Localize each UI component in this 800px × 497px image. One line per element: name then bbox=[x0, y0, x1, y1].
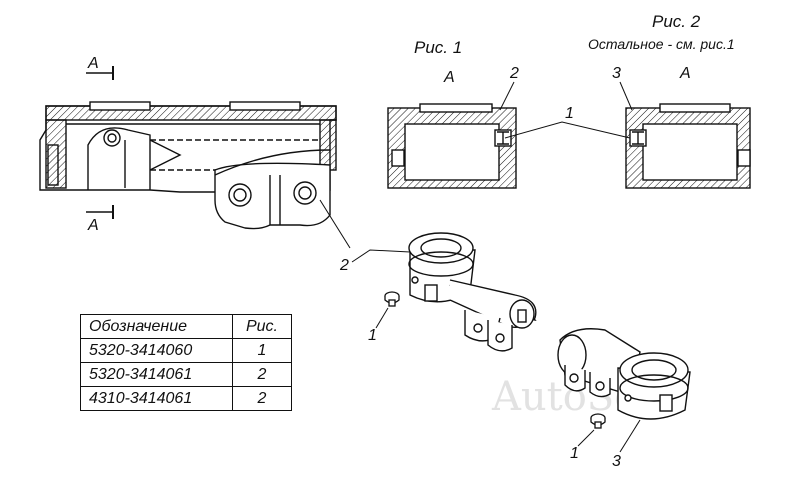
table-cell-code: 5320-3414061 bbox=[80, 362, 233, 387]
table-header-designation: Обозначение bbox=[80, 314, 233, 339]
main-assembly-view bbox=[39, 66, 337, 230]
bracket-part-2-iso bbox=[408, 232, 537, 352]
callout-1-top: 1 bbox=[565, 105, 574, 122]
table-cell-fig: 1 bbox=[232, 338, 292, 363]
table-row: 4310-3414061 2 bbox=[80, 386, 292, 411]
fig2-title: Рис. 2 bbox=[652, 12, 701, 31]
leader-1-iso-b bbox=[577, 429, 595, 447]
table-cell-code: 5320-3414060 bbox=[80, 338, 233, 363]
table-header-row: Обозначение Рис. bbox=[80, 314, 292, 339]
reference-table: Обозначение Рис. 5320-3414060 1 5320-341… bbox=[80, 314, 292, 411]
section-mark-bottom: A bbox=[87, 217, 99, 234]
callout-2-fig1: 2 bbox=[509, 65, 519, 82]
fig2-note: Остальное - см. рис.1 bbox=[588, 36, 735, 52]
fig2-section-view bbox=[625, 103, 751, 189]
callout-1-iso-b: 1 bbox=[570, 445, 579, 462]
fig1-section-label: A bbox=[443, 69, 455, 86]
fig2-section-label: A bbox=[679, 65, 691, 82]
leader-3-iso bbox=[619, 419, 641, 453]
section-mark-top: A bbox=[87, 55, 99, 72]
bracket-part-3-iso bbox=[557, 328, 691, 420]
callout-1-iso-a: 1 bbox=[368, 327, 377, 344]
table-header-figure: Рис. bbox=[232, 314, 292, 339]
leader-2-main bbox=[319, 199, 351, 249]
fig1-section-view bbox=[387, 103, 517, 189]
leader-1-top bbox=[504, 121, 631, 139]
pin-part-1-lower bbox=[590, 413, 606, 429]
table-cell-code: 4310-3414061 bbox=[80, 386, 233, 411]
callout-3-iso: 3 bbox=[612, 453, 621, 470]
leader-2-fig1 bbox=[499, 81, 515, 111]
fig1-title: Рис. 1 bbox=[414, 38, 462, 57]
table-row: 5320-3414061 2 bbox=[80, 362, 292, 387]
leader-2-iso bbox=[351, 249, 411, 263]
table-cell-fig: 2 bbox=[232, 362, 292, 387]
table-cell-fig: 2 bbox=[232, 386, 292, 411]
leader-1-iso-a bbox=[375, 307, 389, 329]
pin-part-1-upper bbox=[384, 291, 400, 307]
leader-3-fig2 bbox=[619, 81, 633, 111]
callout-3-fig2: 3 bbox=[612, 65, 621, 82]
callout-2-iso: 2 bbox=[339, 257, 349, 274]
table-row: 5320-3414060 1 bbox=[80, 338, 292, 363]
